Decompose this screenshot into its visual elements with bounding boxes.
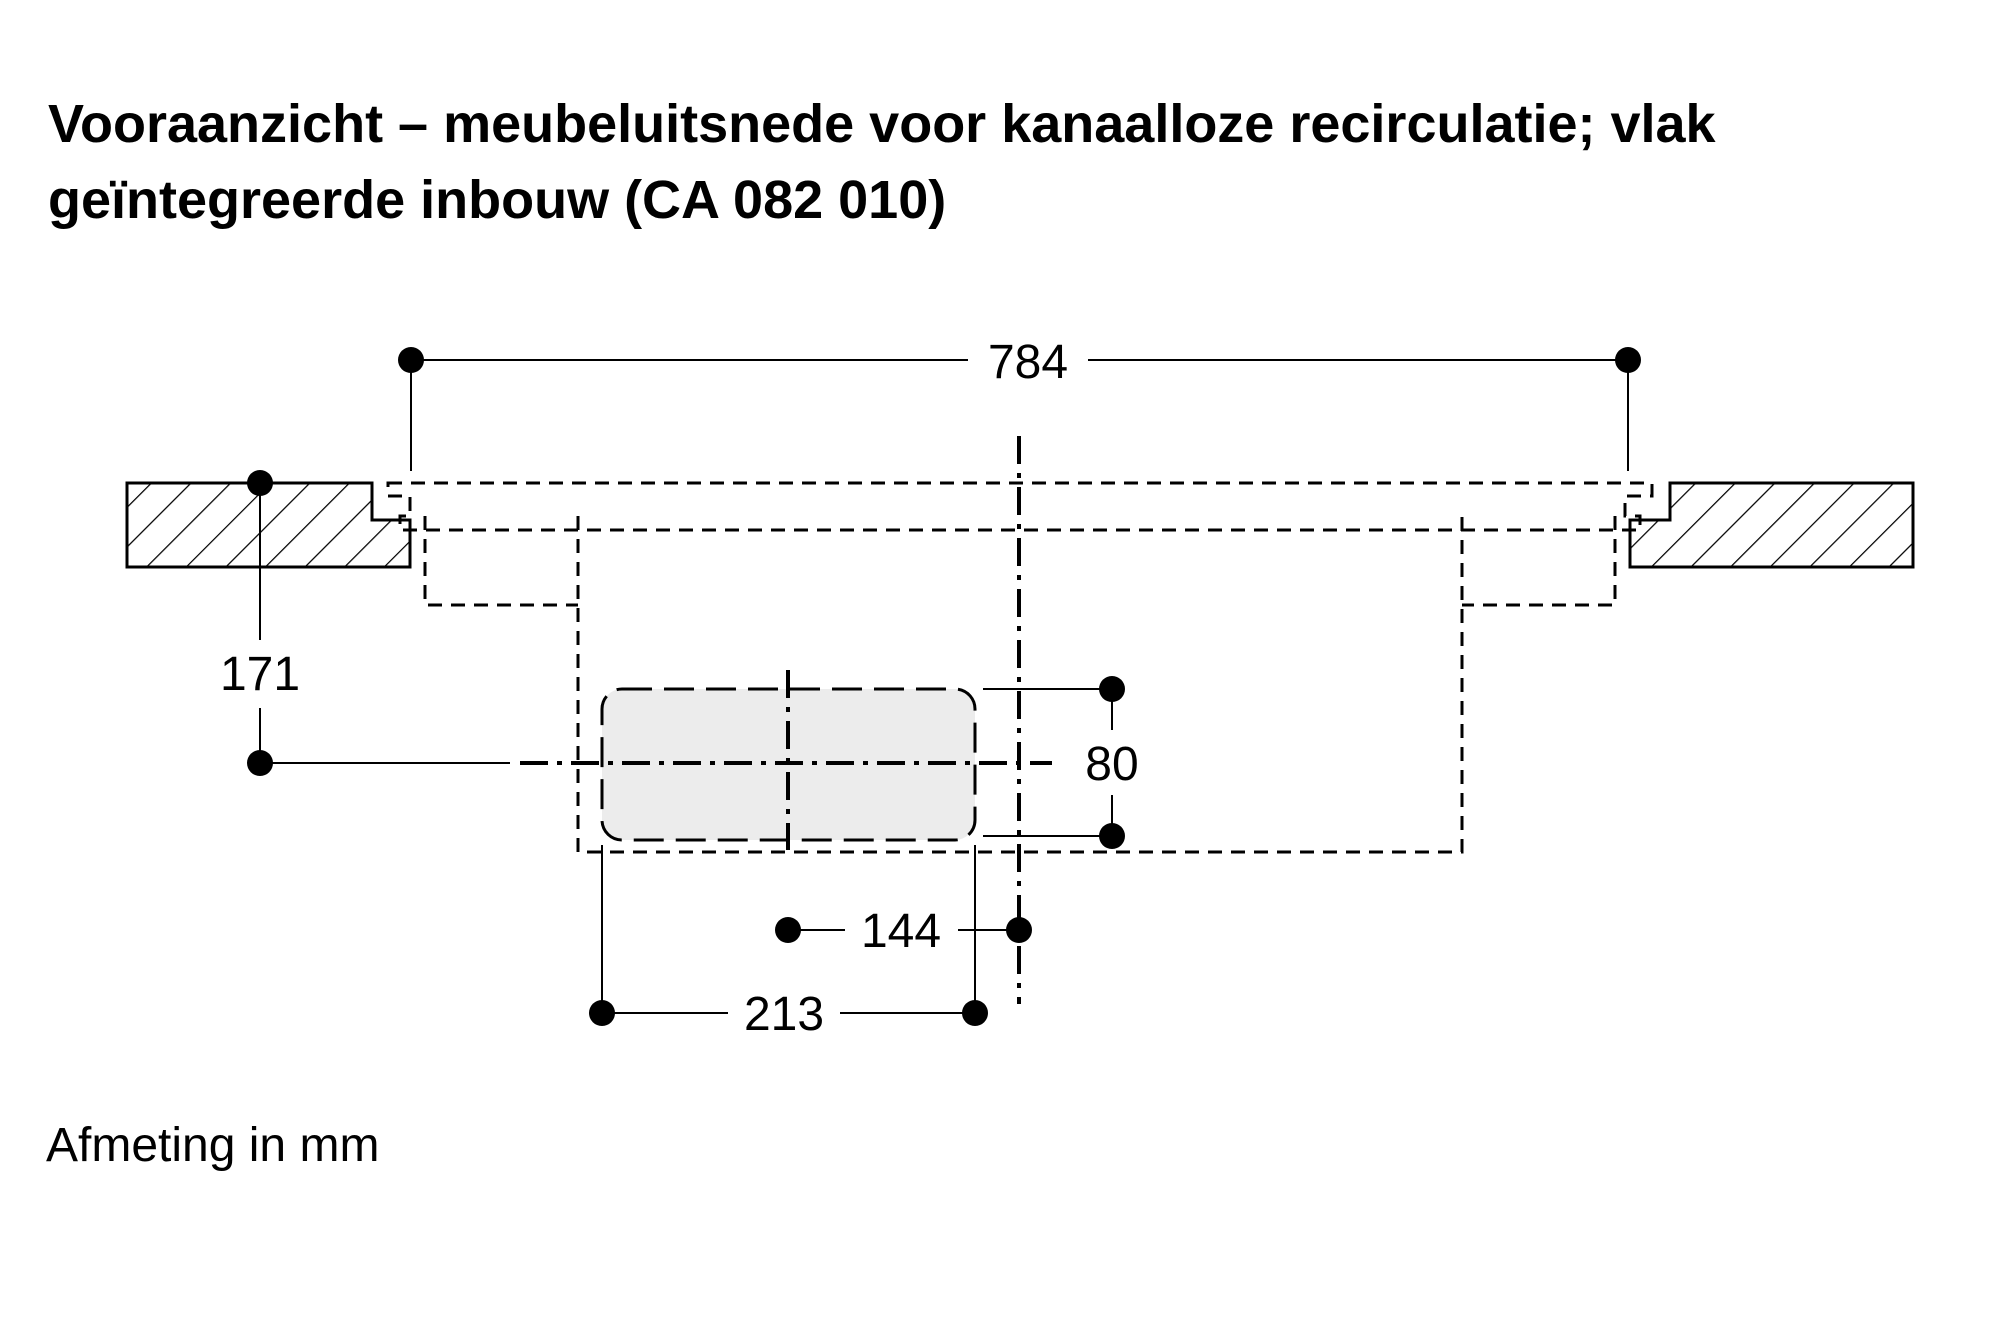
title-line-1: Vooraanzicht – meubeluitsnede voor kanaa… [48,94,1716,154]
dimension-80: 80 [983,676,1139,849]
unit-left-foot [423,516,578,607]
hob-plate-outline [386,481,1654,532]
title-line-2: geïntegreerde inbouw (CA 082 010) [48,170,947,230]
dimension-171: 171 [220,470,510,776]
worktop-left [125,481,412,569]
units-note: Afmeting in mm [46,1119,380,1172]
dimension-label-144: 144 [861,905,941,958]
dimension-label-784: 784 [988,336,1068,389]
worktop-right [1628,481,1915,569]
dimension-213: 213 [589,845,988,1041]
unit-right-foot [1462,516,1617,607]
dimension-144: 144 [775,905,1032,958]
dimension-label-80: 80 [1085,738,1138,791]
page-title: Vooraanzicht – meubeluitsnede voor kanaa… [48,86,1968,238]
dimension-label-213: 213 [744,988,824,1041]
dimension-784: 784 [398,336,1641,471]
dimension-label-171: 171 [220,648,300,701]
unit-body-outline [576,516,1464,854]
